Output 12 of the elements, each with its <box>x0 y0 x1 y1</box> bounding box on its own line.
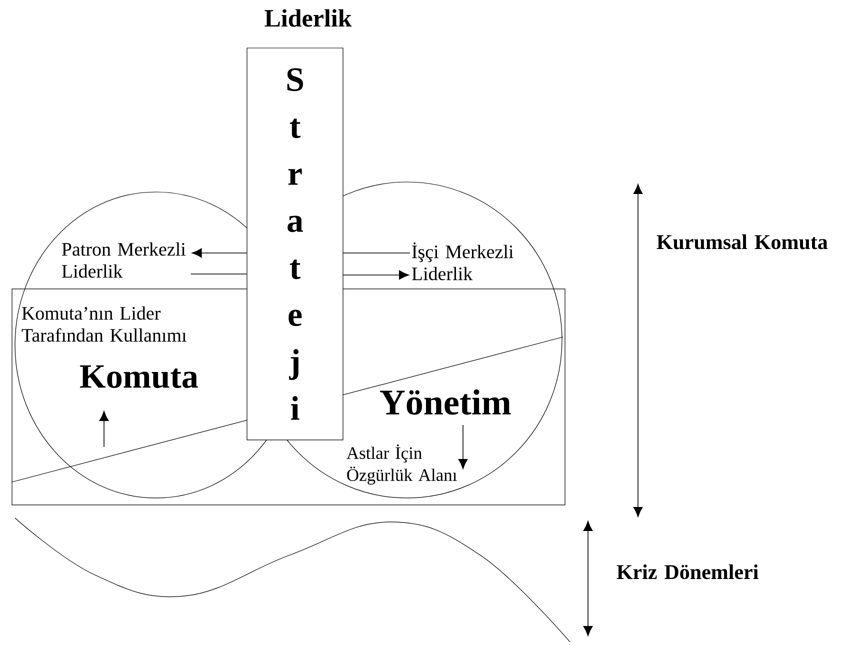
title: Liderlik <box>264 9 352 27</box>
text-label: Kriz Dönemleri <box>616 564 758 580</box>
text-label: Komuta’nın Lider Tarafından Kullanımı <box>22 306 186 342</box>
process-box: S t r a t e j i <box>246 48 344 440</box>
text-label: Yönetim <box>380 389 511 415</box>
text-label: Komuta <box>80 365 198 388</box>
arrow <box>192 248 248 258</box>
text-label: Patron Merkezli Liderlik <box>62 242 186 278</box>
arrow <box>342 270 410 280</box>
text-label: Kurumsal Komuta <box>656 234 828 250</box>
text-label: İşçi Merkezli Liderlik <box>412 242 514 280</box>
text-label: Astlar İçin Özgürlük Alanı <box>346 444 457 485</box>
